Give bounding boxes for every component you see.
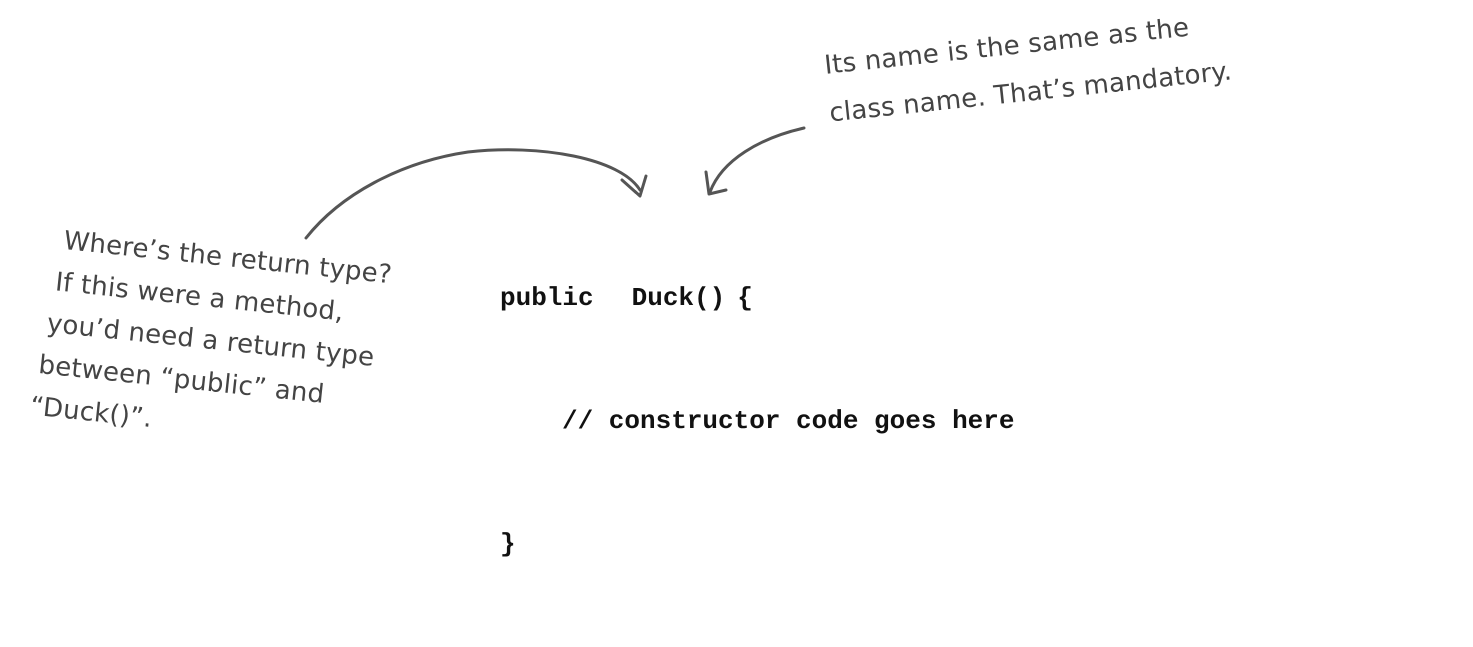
name-arrowhead xyxy=(704,170,728,196)
code-keyword-public: public xyxy=(500,283,594,313)
annotation-return-type: Where’s the return type? If this were a … xyxy=(29,220,394,463)
return-type-arrow xyxy=(304,148,642,240)
constructor-code: public Duck() { // constructor code goes h… xyxy=(500,196,1014,647)
code-line-signature: public Duck() { xyxy=(500,278,1014,319)
code-line-comment: // constructor code goes here xyxy=(562,406,1015,436)
code-line-close-brace: } xyxy=(500,529,516,559)
return-type-arrowhead xyxy=(620,174,648,198)
arrows-layer xyxy=(304,126,806,240)
name-arrow xyxy=(708,126,806,194)
code-constructor-name: Duck() xyxy=(631,283,726,313)
diagram-canvas: public Duck() { // constructor code goes h… xyxy=(29,13,1233,559)
code-open-brace: { xyxy=(737,283,753,313)
